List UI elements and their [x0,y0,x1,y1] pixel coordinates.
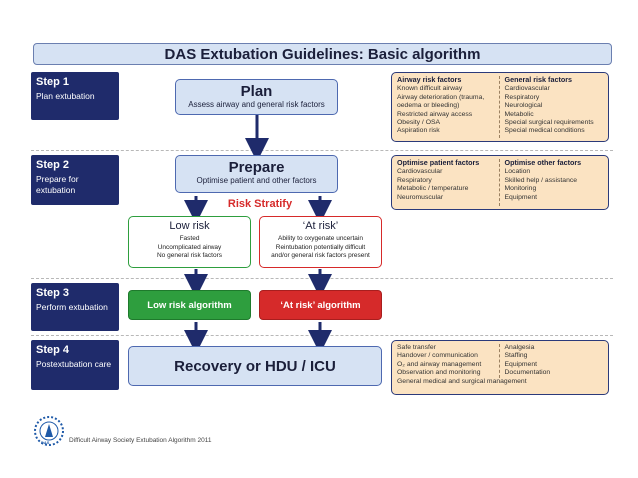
list-item: Skilled help / assistance [504,176,578,184]
optimise-factors-box: Optimise patient factors Cardiovascular … [391,155,609,210]
step-description: Plan extubation [36,91,95,101]
risk-stratify-label: Risk Stratify [227,198,293,210]
airway-risk-column: Airway risk factors Known difficult airw… [397,75,499,138]
low-risk-line: Uncomplicated airway [157,243,222,251]
plan-box: Plan Assess airway and general risk fact… [175,79,338,115]
list-item: Location [504,168,531,176]
low-risk-line: No general risk factors [156,252,223,259]
list-item: Observation and monitoring [397,369,481,377]
list-item: Cardiovascular [504,85,550,93]
patient-factors-column: Optimise patient factors Cardiovascular … [397,158,499,206]
low-risk-line: Fasted [179,235,200,242]
list-item: Known difficult airway [397,85,463,93]
list-item: Equipment [504,360,538,368]
step-number: Step 1 [36,76,70,88]
recovery-box: Recovery or HDU / ICU [128,346,382,386]
at-risk-algorithm-box: ‘At risk’ algorithm [259,290,382,320]
list-item: Respiratory [397,176,432,184]
divider [31,150,613,151]
list-item: Metabolic / temperature [397,185,469,193]
step-3-label: Step 3 Perform extubation [31,283,119,331]
list-item: Airway deterioration (trauma, [397,93,485,101]
at-risk-title: ‘At risk’ [302,220,339,232]
step-2-label: Step 2 Prepare for extubation [31,155,119,205]
list-item: Restricted airway access [397,110,473,118]
list-item: General medical and surgical management [397,377,527,385]
list-item: Neurological [504,102,543,110]
step-number: Step 3 [36,287,70,299]
list-item: Respiratory [504,93,540,101]
care-right-column: Analgesia Staffing Equipment Documentati… [498,344,604,378]
at-risk-box: ‘At risk’ Ability to oxygenate uncertain… [259,216,382,268]
plan-subtitle: Assess airway and general risk factors [188,100,325,109]
column-heading: Optimise other factors [504,158,582,167]
step-description: Prepare for extubation [36,174,79,195]
step-description: Perform extubation [36,302,108,312]
prepare-box: Prepare Optimise patient and other facto… [175,155,338,193]
list-item: Documentation [504,369,551,377]
list-item: Special surgical requirements [504,119,594,127]
care-left-column: Safe transfer Handover / communication O… [397,344,499,378]
list-item: Aspiration risk [397,127,440,135]
prepare-title: Prepare [228,159,285,176]
general-risk-column: General risk factors Cardiovascular Resp… [498,75,604,138]
risk-factors-box: Airway risk factors Known difficult airw… [391,72,609,142]
list-item: Handover / communication [397,352,478,360]
footer-text: Difficult Airway Society Extubation Algo… [69,437,212,444]
list-item: Obesity / OSA [397,119,441,127]
logo-text: DAS [41,440,50,445]
care-columns: Safe transfer Handover / communication O… [397,344,603,378]
step-number: Step 2 [36,159,70,171]
list-item: Cardiovascular [397,168,443,176]
prepare-subtitle: Optimise patient and other factors [196,176,317,185]
step-1-label: Step 1 Plan extubation [31,72,119,120]
column-heading: General risk factors [504,75,573,84]
column-heading: Airway risk factors [397,75,462,84]
low-risk-box: Low risk Fasted Uncomplicated airway No … [128,216,251,268]
postextubation-care-box: Safe transfer Handover / communication O… [391,340,609,395]
page-title: DAS Extubation Guidelines: Basic algorit… [33,43,612,65]
step-description: Postextubation care [36,359,112,369]
step-4-label: Step 4 Postextubation care [31,340,119,390]
list-item: Monitoring [504,185,537,193]
low-risk-title: Low risk [169,220,210,232]
at-risk-line: and/or general risk factors present [271,252,370,259]
list-item: O₂ and airway management [397,360,482,368]
list-item: Safe transfer [397,344,436,351]
plan-title: Plan [240,83,273,100]
other-factors-column: Optimise other factors Location Skilled … [498,158,604,206]
list-item: Staffing [504,352,528,360]
low-risk-algorithm-box: Low risk algorithm [128,290,251,320]
list-item: oedema or bleeding) [397,102,460,110]
at-risk-line: Reintubation potentially difficult [275,243,366,251]
step-number: Step 4 [36,344,70,356]
at-risk-line: Ability to oxygenate uncertain [278,235,363,242]
list-item: Metabolic [504,110,534,118]
list-item: Analgesia [504,344,535,351]
list-item: Neuromuscular [397,193,444,201]
das-logo-icon [34,416,64,446]
list-item: Special medical conditions [504,127,585,135]
list-item: Equipment [504,193,538,201]
column-heading: Optimise patient factors [397,158,480,167]
